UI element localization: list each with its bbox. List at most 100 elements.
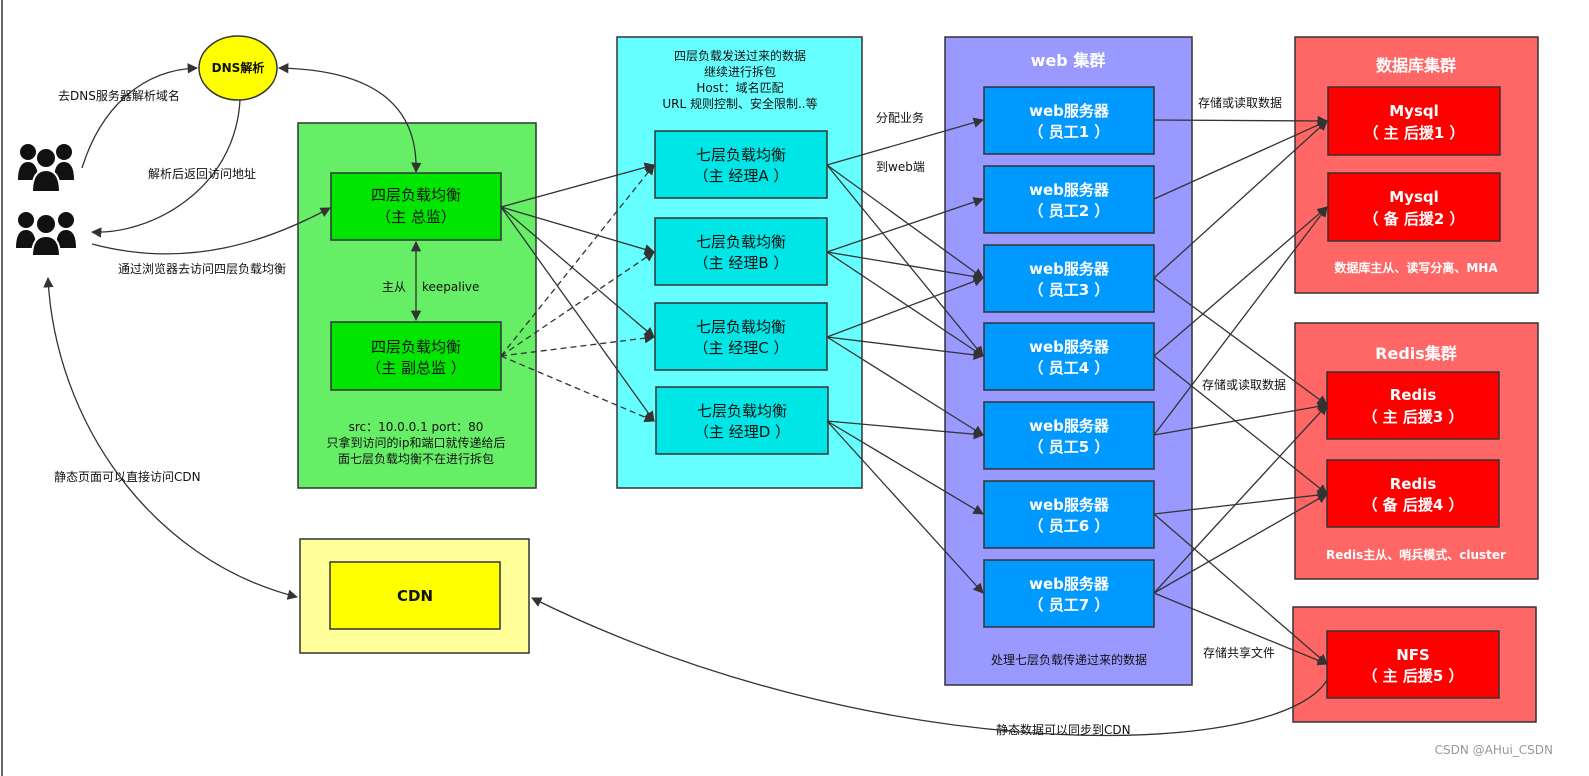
lb7-node-line2: （主 经理A ） xyxy=(694,167,789,185)
web-node: web服务器 （ 员工4 ） xyxy=(983,322,1155,391)
edge-label-store-shared: 存储共享文件 xyxy=(1203,645,1275,660)
web-node-box xyxy=(983,322,1155,391)
lb7-header-line4: URL 规则控制、安全限制..等 xyxy=(662,96,817,111)
redis-node: Redis （ 备 后援4 ） xyxy=(1326,459,1500,528)
edge-line xyxy=(826,420,984,515)
edge-line xyxy=(1153,401,1329,436)
edge-label-assign: 分配业务 xyxy=(876,110,924,125)
edge-line xyxy=(1153,277,1328,406)
lb4-backup-line2: （主 副总监 ） xyxy=(366,359,466,377)
nfs-line1: NFS xyxy=(1396,646,1430,664)
edge-line xyxy=(826,164,984,279)
redis-node-line1: Redis xyxy=(1390,475,1437,493)
db-footer: 数据库主从、读写分离、MHA xyxy=(1334,260,1498,275)
web-node-line1: web服务器 xyxy=(1029,575,1110,593)
db-node-box xyxy=(1327,172,1501,242)
lb4-master-line1: 四层负载均衡 xyxy=(371,186,461,204)
web-node-line2: （ 员工2 ） xyxy=(1029,202,1110,220)
nfs-line2: （ 主 后援5 ） xyxy=(1362,667,1463,685)
cdn-box xyxy=(329,561,501,630)
edge-label-dns-return: 解析后返回访问地址 xyxy=(148,167,256,181)
web-node-box xyxy=(983,86,1155,155)
nfs-box xyxy=(1326,630,1500,699)
redis-node-box xyxy=(1326,459,1500,528)
web-node-box xyxy=(983,401,1155,470)
edge-line xyxy=(1153,206,1328,436)
edge-line xyxy=(1153,120,1328,279)
web-node-line2: （ 员工5 ） xyxy=(1029,438,1110,456)
lb7-node-line2: （主 经理B ） xyxy=(694,254,789,272)
edge-line xyxy=(1153,120,1328,200)
web-node-line2: （ 员工4 ） xyxy=(1029,359,1110,377)
edge-line xyxy=(1153,513,1328,665)
edge-line xyxy=(1153,489,1329,515)
edge-line xyxy=(1153,493,1328,594)
db-title: 数据库集群 xyxy=(1376,56,1456,75)
edge-line xyxy=(1153,404,1328,594)
redis-node: Redis （ 主 后援3 ） xyxy=(1326,371,1500,440)
redis-node-line2: （ 主 后援3 ） xyxy=(1362,408,1463,426)
edge-line xyxy=(500,206,655,255)
redis-footer: Redis主从、哨兵模式、cluster xyxy=(1326,547,1506,562)
lb7-node-box xyxy=(654,130,828,199)
web-node-box xyxy=(983,165,1155,234)
lb7-node-line1: 七层负载均衡 xyxy=(697,402,787,420)
redis-node-box xyxy=(1326,371,1500,440)
edge-line xyxy=(826,420,985,440)
lb7-node-box xyxy=(655,386,829,455)
lb7-node-line1: 七层负载均衡 xyxy=(696,318,786,336)
lb7-node-line1: 七层负载均衡 xyxy=(696,233,786,251)
web-node-line2: （ 员工3 ） xyxy=(1029,281,1110,299)
edge-label-keepalive: keepalive xyxy=(422,280,479,294)
edge-label-master-slave: 主从 xyxy=(382,280,406,294)
db-node-line2: （ 主 后援1 ） xyxy=(1363,124,1464,142)
edge-line xyxy=(500,162,656,208)
edge-dns-lb4 xyxy=(277,62,422,174)
edge-label-browser: 通过浏览器去访问四层负载均衡 xyxy=(118,261,286,276)
edge-line xyxy=(500,251,655,357)
lb7-node: 七层负载均衡 （主 经理B ） xyxy=(654,217,828,286)
edge-line xyxy=(500,206,655,422)
web-node-box xyxy=(983,559,1155,628)
web-node-line1: web服务器 xyxy=(1029,260,1110,278)
lb7-header-line2: 继续进行拆包 xyxy=(704,64,776,79)
web-node: web服务器 （ 员工3 ） xyxy=(983,244,1155,313)
web-node-line1: web服务器 xyxy=(1029,338,1110,356)
dns-node xyxy=(198,35,278,101)
web-node-line2: （ 员工6 ） xyxy=(1029,517,1110,535)
edge-line xyxy=(1153,206,1328,357)
edge-label-cdn-direct: 静态页面可以直接访问CDN xyxy=(54,469,201,484)
edge-line xyxy=(500,206,655,338)
dns-label: DNS解析 xyxy=(212,60,265,75)
lb7-header-line3: Host：域名匹配 xyxy=(696,80,783,95)
web-node-line1: web服务器 xyxy=(1029,496,1110,514)
edge-line xyxy=(1153,592,1328,666)
web-footer: 处理七层负载传递过来的数据 xyxy=(991,652,1147,667)
edge-line xyxy=(826,251,985,282)
web-node-line1: web服务器 xyxy=(1029,417,1110,435)
db-node-box xyxy=(1327,86,1501,156)
lb7-node-box xyxy=(654,302,828,371)
edge-dns-to-users xyxy=(90,99,241,238)
web-node-box xyxy=(983,244,1155,313)
edge-users-to-dns xyxy=(81,63,199,169)
edge-label-store-db: 存储或读取数据 xyxy=(1198,95,1282,110)
lb7-node: 七层负载均衡 （主 经理D ） xyxy=(655,386,829,455)
db-node: Mysql （ 主 后援1 ） xyxy=(1327,86,1501,156)
lb4-note-line3: 面七层负载均衡不在进行拆包 xyxy=(338,451,494,466)
edge-label-sync-cdn: 静态数据可以同步到CDN xyxy=(996,722,1131,737)
lb4-master-line2: （主 总监） xyxy=(376,208,456,226)
lb7-node: 七层负载均衡 （主 经理A ） xyxy=(654,130,828,199)
edge-nfs-cdn xyxy=(531,597,1328,737)
lb4-backup-line1: 四层负载均衡 xyxy=(371,338,461,356)
web-node: web服务器 （ 员工6 ） xyxy=(983,480,1155,549)
lb4-master-box xyxy=(330,172,502,241)
db-node-line1: Mysql xyxy=(1389,102,1439,120)
web-node-line1: web服务器 xyxy=(1029,181,1110,199)
web-node: web服务器 （ 员工5 ） xyxy=(983,401,1155,470)
edge-layer xyxy=(500,115,1329,666)
edge-line xyxy=(826,197,984,253)
web-node: web服务器 （ 员工7 ） xyxy=(983,559,1155,628)
db-node-line1: Mysql xyxy=(1389,188,1439,206)
